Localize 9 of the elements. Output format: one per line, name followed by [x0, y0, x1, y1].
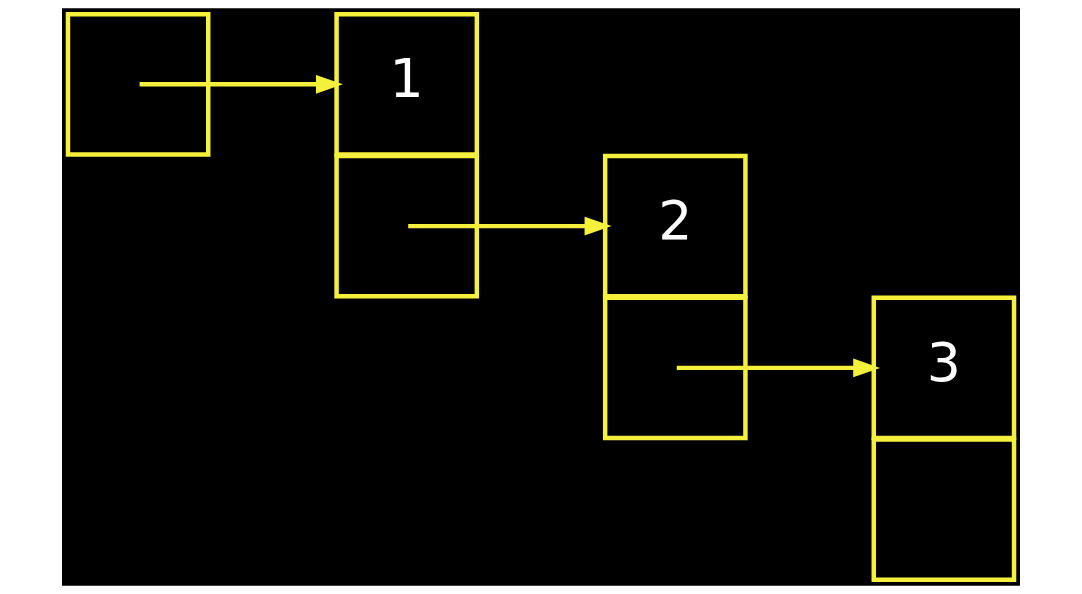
- arrow: [408, 216, 612, 236]
- node-box: 3: [871, 295, 1017, 441]
- arrow: [139, 74, 343, 94]
- node-box: [65, 12, 211, 157]
- arrow: [676, 358, 881, 378]
- node-box: 1: [334, 12, 480, 157]
- node-box: [871, 437, 1017, 582]
- node-box: 2: [602, 153, 748, 299]
- node-box: [602, 295, 748, 441]
